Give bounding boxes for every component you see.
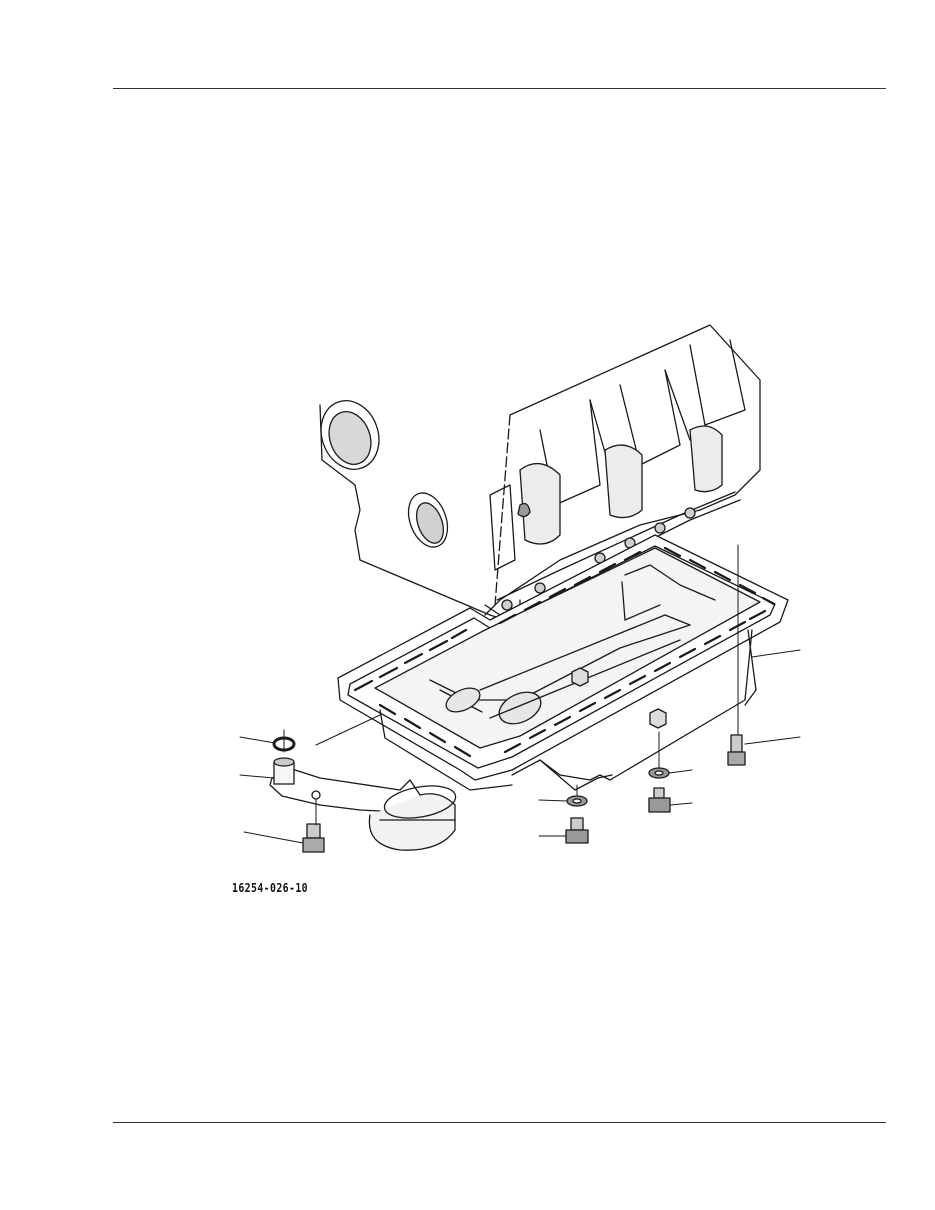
callout-leaders: [239, 649, 801, 844]
pickup-tube-fitting: [273, 757, 295, 785]
leader-washer: [538, 799, 568, 802]
leader-pan-screw: [744, 736, 801, 745]
oil-pan: [337, 534, 789, 791]
figure-id-label: 16254-026-10: [232, 881, 309, 895]
leader-o-ring: [239, 736, 276, 744]
sealing-washer: [648, 767, 670, 779]
explode-lines: [283, 544, 739, 826]
leader-pickup-tube-fitting: [239, 774, 275, 779]
engine-block: [319, 324, 761, 626]
leader-drain-plug: [669, 802, 693, 806]
drain-plug: [648, 787, 671, 813]
leader-oil-pan: [751, 649, 801, 658]
footer-rule: [113, 1122, 886, 1123]
leader-sealing-washer: [668, 769, 693, 774]
mounting-screw: [302, 823, 325, 853]
plug: [565, 817, 589, 844]
pan-screw: [727, 734, 746, 766]
washer: [566, 795, 588, 807]
header-rule: [113, 88, 886, 89]
leader-mounting-screw: [243, 831, 304, 844]
oil-pickup-strainer: [269, 769, 457, 851]
